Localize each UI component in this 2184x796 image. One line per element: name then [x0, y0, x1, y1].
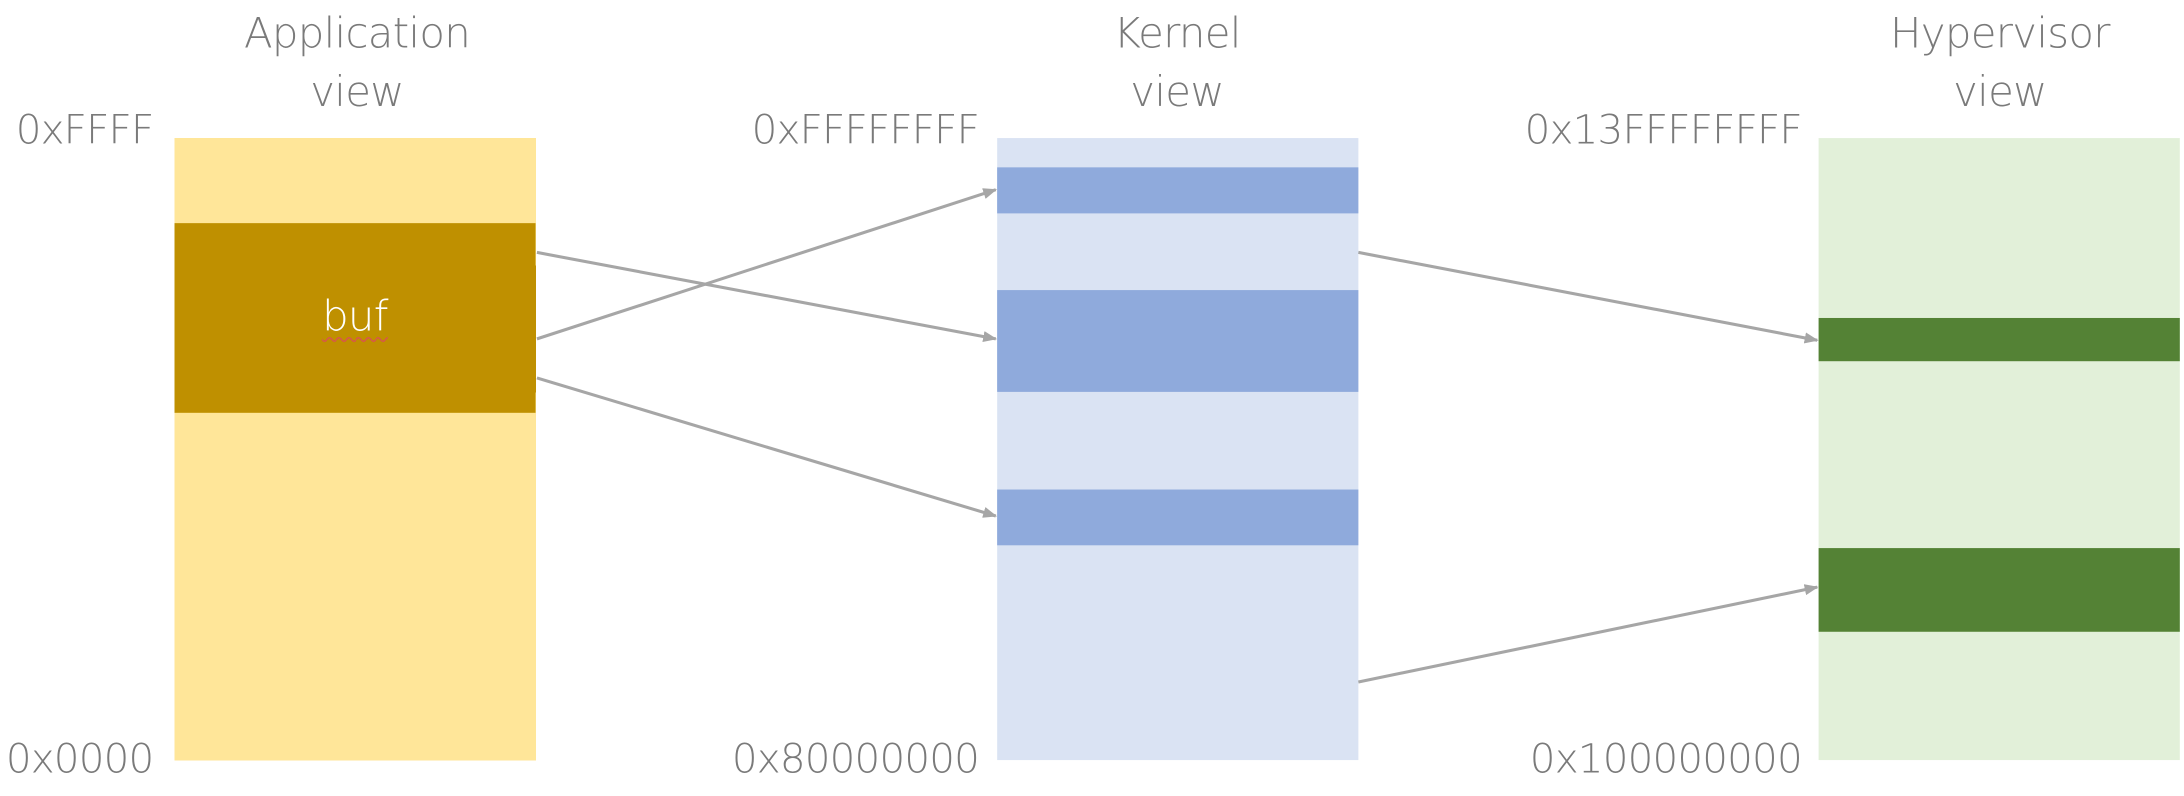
kernel-mapped-block — [997, 489, 1359, 546]
kernel-view-title: Kernel view — [1113, 9, 1241, 118]
hypervisor-address-space — [1818, 138, 2180, 761]
kernel-top-address: 0xFFFFFFFF — [751, 105, 980, 154]
application-address-space: buf — [174, 138, 536, 761]
mapping-arrow — [1358, 584, 1819, 684]
hypervisor-view-title: Hypervisor view — [1890, 9, 2110, 118]
kernel-address-space — [997, 138, 1359, 761]
application-top-address: 0xFFFF — [15, 105, 155, 154]
application-buffer-block: buf — [174, 223, 536, 413]
kernel-bottom-address: 0x80000000 — [731, 734, 980, 783]
mapping-arrow — [536, 376, 998, 518]
kernel-mapped-block — [997, 290, 1359, 392]
mapping-arrow — [1358, 250, 1819, 344]
hypervisor-mapped-block — [1818, 548, 2180, 632]
kernel-mapped-block — [997, 167, 1359, 214]
hypervisor-bottom-address: 0x100000000 — [1529, 734, 1803, 783]
application-bottom-address: 0x0000 — [5, 734, 154, 783]
application-view-title: Application view — [243, 9, 471, 118]
hypervisor-top-address: 0x13FFFFFFFF — [1524, 105, 1803, 154]
hypervisor-mapped-block — [1818, 317, 2180, 362]
mapping-arrow — [536, 188, 998, 341]
mapping-arrow — [536, 250, 998, 343]
buffer-label: buf — [322, 292, 388, 342]
